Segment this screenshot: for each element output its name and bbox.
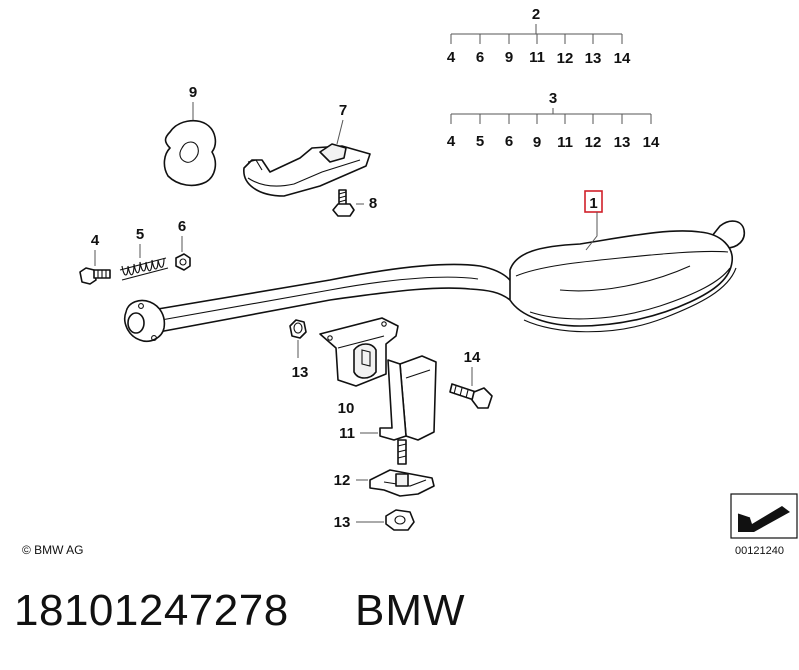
assembly-2-member: 6 (476, 49, 484, 66)
nut-6: 6 (175, 218, 191, 271)
hanger-mount-10: 10 (319, 317, 399, 417)
assembly-3-member: 6 (505, 133, 513, 150)
rubber-mount: 9 (163, 84, 217, 187)
assembly-3-member: 14 (643, 134, 660, 151)
spring-5: 5 (119, 226, 169, 281)
assembly-2-member: 11 (529, 49, 545, 66)
assembly-3-member: 4 (447, 133, 456, 150)
copyright-label: © BMW AG (22, 543, 84, 557)
assembly-label-3: 3 (549, 90, 557, 107)
callout-14: 14 (464, 349, 481, 366)
callout-11: 11 (339, 425, 355, 442)
assembly-3-member: 9 (533, 134, 541, 151)
assembly-label-2: 2 (532, 6, 540, 23)
rear-muffler (509, 220, 746, 333)
callout-13-hex-nut: 13 (334, 514, 351, 531)
callout-4: 4 (91, 232, 100, 249)
clamp-plate-12: 12 (334, 469, 435, 497)
assembly-2-member: 9 (505, 49, 513, 66)
pipe-flange (124, 299, 166, 343)
bolt-4: 4 (79, 232, 111, 285)
part-number: 18101247278 (14, 586, 289, 635)
assembly-3-member: 5 (476, 133, 484, 150)
assembly-2-member: 12 (557, 50, 574, 67)
callout-6: 6 (178, 218, 186, 235)
callout-8: 8 (369, 195, 377, 212)
reference-number: 00121240 (735, 545, 784, 557)
assembly-3-member: 12 (585, 134, 602, 151)
bolt-8: 8 (332, 189, 377, 217)
bracket: 7 (243, 102, 371, 197)
callout-5: 5 (136, 226, 144, 243)
clamp-strap-11: 11 (339, 355, 437, 465)
callout-1-label: 1 (589, 195, 597, 212)
assembly-tree-3: 3 4 5 6 9 11 12 13 14 (447, 90, 660, 151)
hex-nut-13: 13 (334, 509, 415, 531)
callout-1-highlight-box (584, 190, 603, 213)
bushing-13: 13 (289, 319, 309, 381)
arrow-icon (738, 506, 790, 532)
callout-10: 10 (338, 400, 355, 417)
assembly-3-member: 11 (557, 134, 573, 151)
assembly-tree-2: 2 4 6 9 11 12 13 14 (447, 6, 631, 67)
assembly-3-member: 13 (614, 134, 631, 151)
reference-box: 00121240 (730, 493, 798, 557)
assembly-2-member: 14 (614, 50, 631, 67)
callout-7: 7 (339, 102, 347, 119)
callout-1: 1 (584, 190, 603, 251)
callout-13-bushing: 13 (292, 364, 309, 381)
bolt-14: 14 (449, 349, 493, 409)
brand-name: BMW (355, 586, 466, 635)
exhaust-pipe (139, 263, 515, 335)
callout-9: 9 (189, 84, 197, 101)
assembly-2-member: 13 (585, 50, 602, 67)
callout-12: 12 (334, 472, 351, 489)
assembly-2-member: 4 (447, 49, 456, 66)
